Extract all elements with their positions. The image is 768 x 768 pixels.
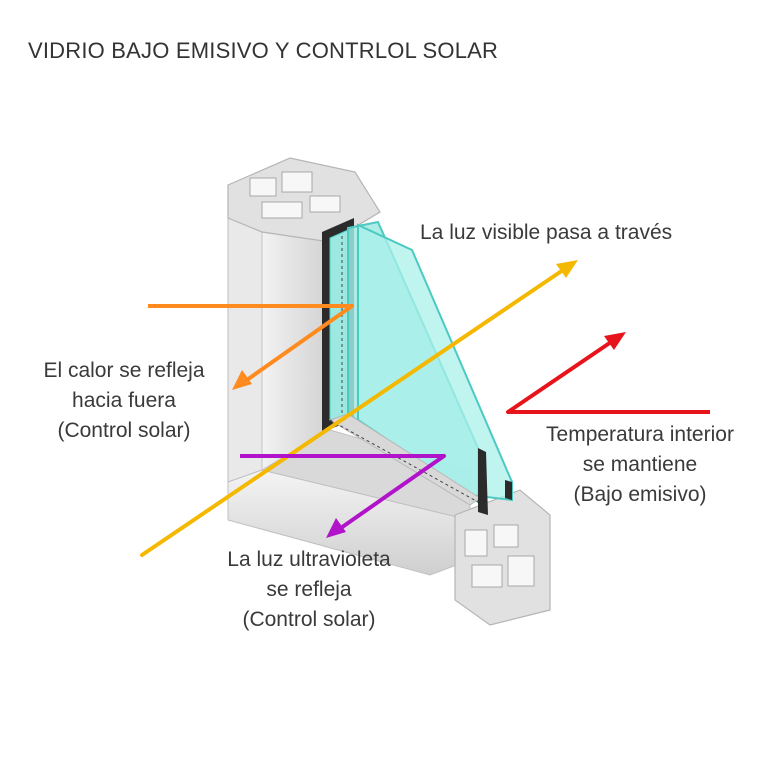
heat-reflection-arrow [148,304,354,390]
double-glazing [322,218,513,515]
label-heat-reflection: El calor se refleja hacia fuera (Control… [43,359,205,442]
label-visible-light: La luz visible pasa a través [420,221,673,244]
diagram-title: VIDRIO BAJO EMISIVO Y CONTRLOL SOLAR [28,38,499,63]
label-interior-temperature: Temperatura interior se mantiene (Bajo e… [546,423,734,506]
temperature-arrow [506,332,710,414]
visible-light-arrow [140,260,578,557]
uv-reflection-arrow [240,454,446,538]
label-uv-reflection: La luz ultravioleta se refleja (Control … [227,548,391,631]
